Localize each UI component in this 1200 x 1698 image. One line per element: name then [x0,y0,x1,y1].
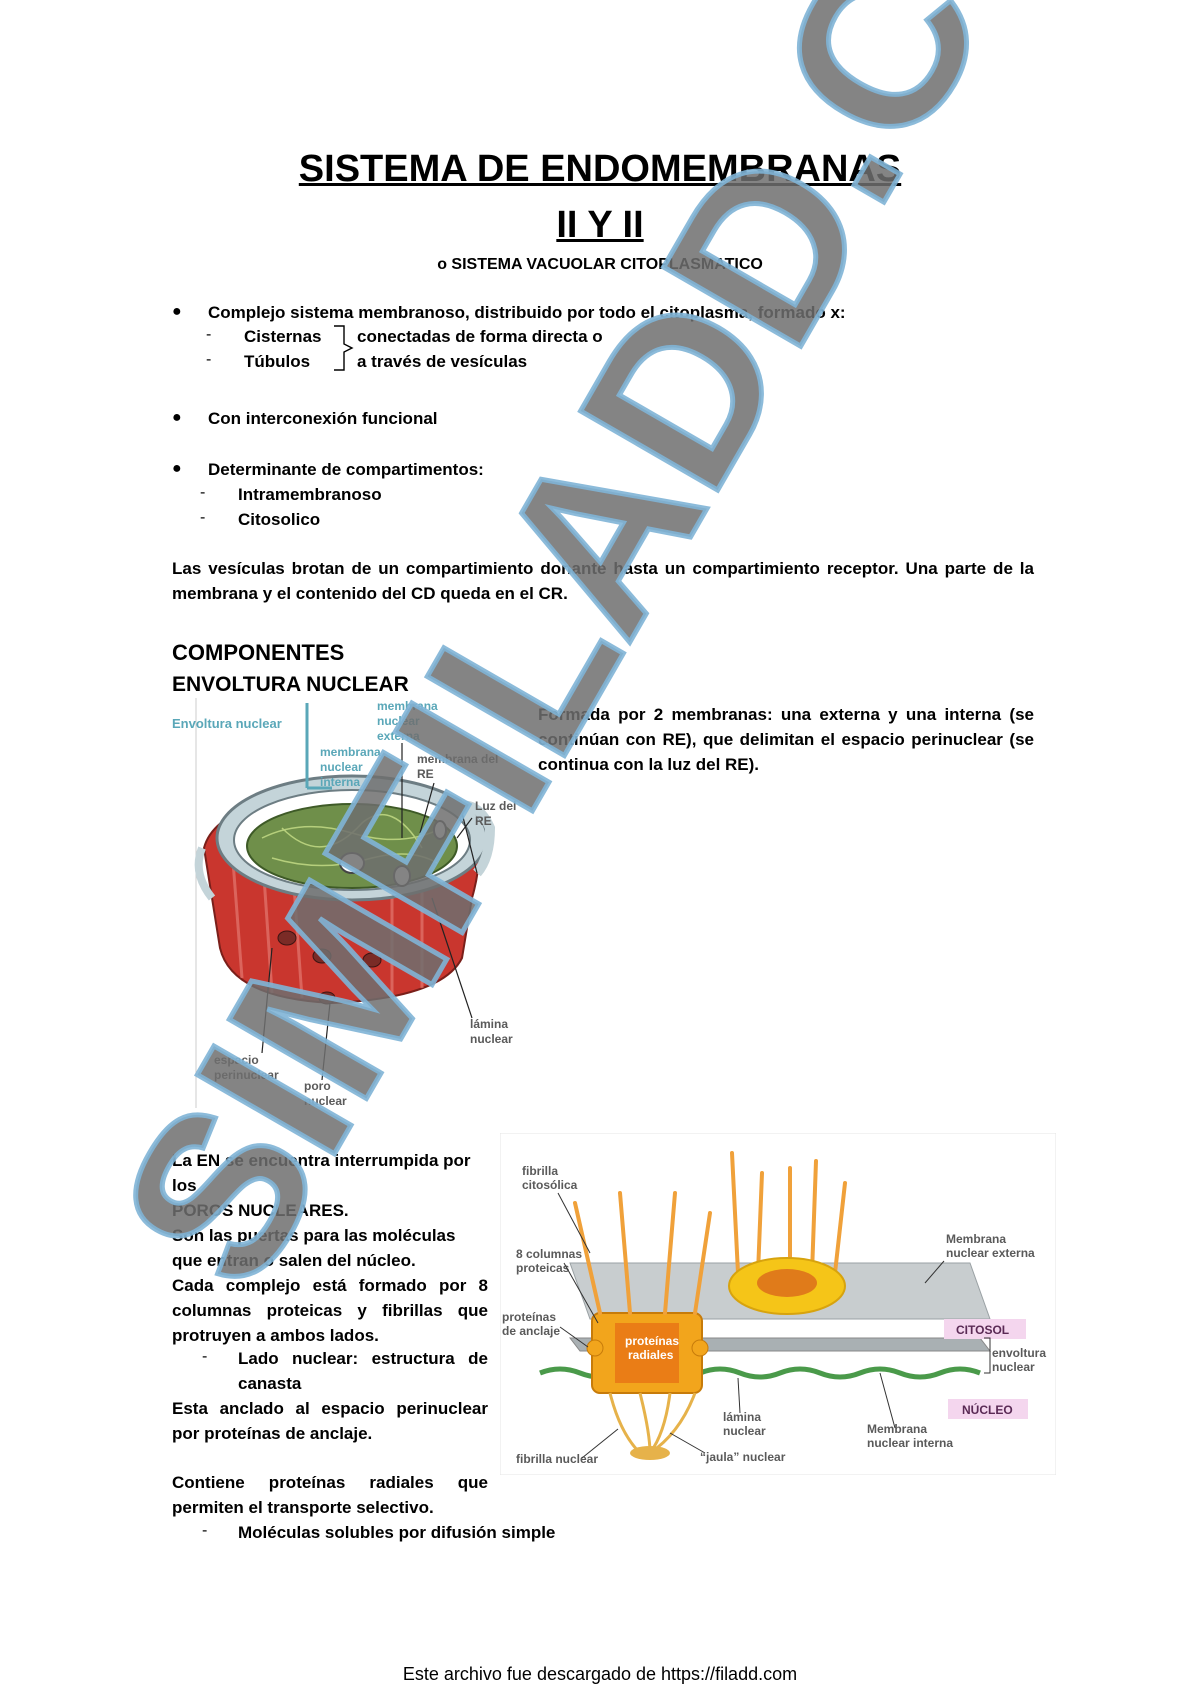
svg-text:CITOSOL: CITOSOL [956,1323,1009,1337]
intro-bullet-1: Complejo sistema membranoso, distribuido… [208,303,846,322]
svg-text:membrana del: membrana del [417,752,498,766]
vesicle-paragraph: Las vesículas brotan de un compartimient… [172,559,1034,603]
svg-text:citosólica: citosólica [522,1178,578,1192]
bracket-text-1: conectadas de forma directa o [357,327,603,346]
pores-diffusion: Moléculas solubles por difusión simple [238,1523,556,1542]
compartment-2: Citosolico [238,510,321,529]
svg-text:nuclear: nuclear [992,1360,1035,1374]
item-cisternas: Cisternas [244,327,322,346]
svg-text:radiales: radiales [628,1348,674,1362]
svg-text:lámina: lámina [723,1410,761,1424]
svg-text:RE: RE [417,767,434,781]
svg-text:nuclear: nuclear [723,1424,766,1438]
svg-text:interna: interna [320,775,360,789]
svg-text:membrana: membrana [320,745,381,759]
page-title: SISTEMA DE ENDOMEMBRANAS [298,148,902,190]
envelope-description: Formada por 2 membranas: una externa y u… [538,705,1034,774]
intro-bullet-3: Determinante de compartimentos: [208,460,484,479]
svg-text:membrana: membrana [377,699,438,713]
svg-text:espacio: espacio [214,1053,259,1067]
dash-icon: - [202,1522,208,1539]
pores-radial: Contiene proteínas radiales que permiten… [172,1473,488,1517]
svg-text:8 columnas: 8 columnas [516,1247,582,1261]
pores-heading: POROS NUCLEARES. [172,1201,349,1220]
section-subheading: ENVOLTURA NUCLEAR [172,673,409,696]
bracket-text-2: a través de vesículas [357,352,528,371]
svg-text:Luz del: Luz del [475,799,516,813]
alternate-name: o SISTEMA VACUOLAR CITOPLASMATICO [437,256,763,273]
compartment-1: Intramembranoso [238,485,382,504]
dash-icon: - [206,351,212,368]
svg-text:nuclear: nuclear [320,760,363,774]
svg-text:proteínas: proteínas [502,1310,556,1324]
bullet-icon: ● [172,409,182,426]
svg-text:Membrana: Membrana [946,1232,1006,1246]
svg-text:nuclear interna: nuclear interna [867,1436,953,1450]
svg-text:proteínas: proteínas [625,1334,679,1348]
item-tubulos: Túbulos [244,352,311,371]
dash-icon: - [202,1348,208,1365]
bullet-icon: ● [172,303,182,320]
dash-icon: - [200,509,206,526]
pores-intro: La EN se encuentra interrumpida por los [172,1151,471,1195]
nuclear-pore-figure: fibrilla citosólica 8 columnas proteicas… [500,1133,1056,1475]
svg-text:fibrilla: fibrilla [522,1164,558,1178]
svg-text:NÚCLEO: NÚCLEO [962,1402,1013,1417]
nuclear-envelope-figure: Envoltura nuclear membrana nuclear exter… [172,698,516,1108]
svg-text:perinuclear: perinuclear [214,1068,279,1082]
pores-nuclear-side: Lado nuclear: estructura de canasta [238,1349,488,1393]
pores-anchoring: Esta anclado al espacio perinuclear por … [172,1399,488,1443]
svg-text:fibrilla nuclear: fibrilla nuclear [516,1452,598,1466]
bullet-icon: ● [172,460,182,477]
svg-text:nuclear: nuclear [304,1094,347,1108]
svg-text:externa: externa [377,729,420,743]
page-subtitle: II Y II [556,204,644,246]
svg-text:“jaula” nuclear: “jaula” nuclear [700,1450,786,1464]
fig1-title: Envoltura nuclear [172,716,282,731]
svg-text:nuclear: nuclear [470,1032,513,1046]
intro-bullet-2: Con interconexión funcional [208,409,438,428]
svg-text:poro: poro [304,1079,331,1093]
svg-text:Membrana: Membrana [867,1422,927,1436]
dash-icon: - [200,484,206,501]
pores-function: Son las puertas para las moléculas que e… [172,1226,456,1270]
svg-text:proteicas: proteicas [516,1261,570,1275]
pores-structure: Cada complejo está formado por 8 columna… [172,1276,488,1345]
download-footer: Este archivo fue descargado de https://f… [402,1664,798,1684]
svg-text:nuclear externa: nuclear externa [946,1246,1035,1260]
dash-icon: - [206,326,212,343]
brace-icon [334,325,354,371]
svg-text:envoltura: envoltura [992,1346,1046,1360]
svg-text:lámina: lámina [470,1017,508,1031]
section-heading: COMPONENTES [172,640,345,665]
svg-text:de anclaje: de anclaje [502,1324,560,1338]
svg-text:RE: RE [475,814,492,828]
svg-text:nuclear: nuclear [377,714,420,728]
